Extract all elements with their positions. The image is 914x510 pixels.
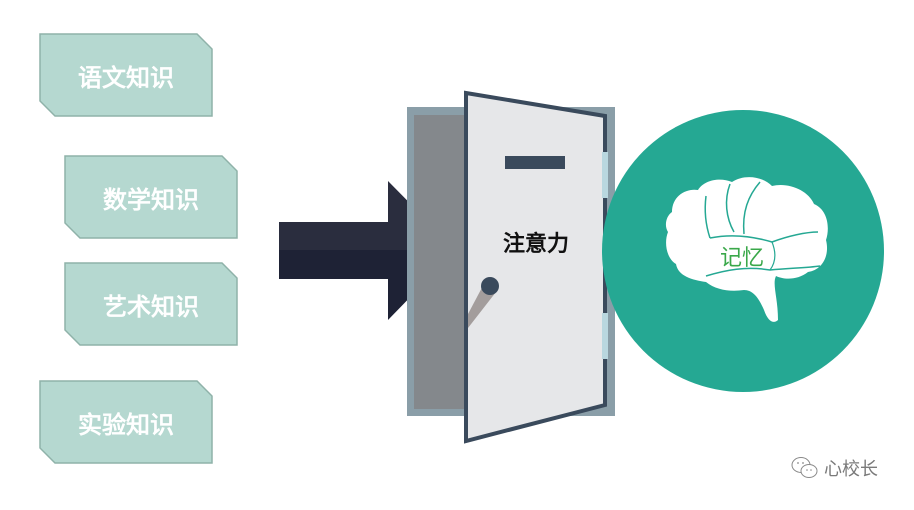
door-icon [464,90,608,444]
box-shape [64,155,238,239]
watermark: 心校长 [790,455,878,481]
knowledge-label: 艺术知识 [103,292,199,321]
memory-label: 记忆 [719,246,764,271]
knowledge-label: 实验知识 [78,410,174,439]
brain-icon [665,177,828,322]
knowledge-label: 数学知识 [103,185,199,214]
door-hinge [602,313,608,359]
watermark-text: 心校长 [824,459,878,480]
box-shape [39,33,213,117]
attention-label: 注意力 [502,232,569,257]
door-knob [481,277,499,295]
knowledge-box-math: 数学知识 [64,155,238,239]
knowledge-label: 语文知识 [78,63,174,92]
door-window-slot [505,156,565,169]
box-shape [39,380,213,464]
knowledge-box-chinese: 语文知识 [39,33,213,117]
knowledge-box-experiment: 实验知识 [39,380,213,464]
knowledge-box-art: 艺术知识 [64,262,238,346]
wechat-icon [791,457,818,478]
box-shape [64,262,238,346]
door-hinge [602,152,608,198]
